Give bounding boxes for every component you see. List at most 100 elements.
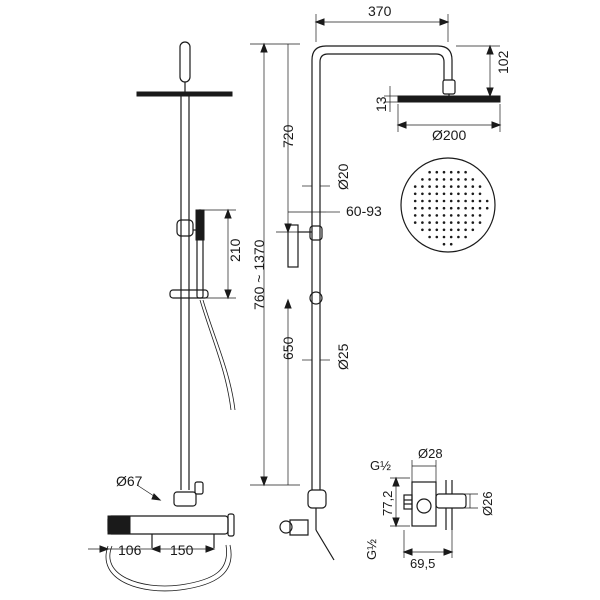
nozzle-dot [428,185,431,188]
nozzle-dot [421,178,424,181]
nozzle-dot [449,206,453,210]
nozzle-dot [449,192,453,196]
dim-detail-thread-bottom: G½ [364,539,379,560]
nozzle-dot [428,221,431,224]
nozzle-dot [471,214,475,217]
nozzle-dot [413,206,417,210]
nozzle-dot [421,206,424,210]
nozzle-dot [464,170,467,174]
nozzle-dot [457,235,460,239]
nozzle-dot [478,185,482,188]
nozzle-dot [428,214,431,217]
nozzle-dot [421,185,424,188]
nozzle-dot [471,185,475,188]
dim-thermo-diameter: Ø67 [116,473,143,489]
nozzle-dot [442,170,446,174]
nozzle-dot [435,214,439,217]
nozzle-dot [442,235,446,239]
nozzle-dot [471,178,475,181]
nozzle-dot [442,185,446,188]
dim-wall-range: 60-93 [346,203,382,219]
nozzle-dot [485,206,489,210]
nozzle-dot [449,214,453,217]
dim-inlet-spacing: 150 [170,542,194,558]
nozzle-dot [413,199,417,203]
nozzle-dot [449,185,453,188]
nozzle-dot [471,199,475,203]
nozzle-dot [428,170,431,174]
nozzle-dot [428,192,431,196]
front-view [88,41,236,592]
nozzle-dot [442,214,446,217]
nozzle-dot [449,228,453,232]
nozzle-dot [435,192,439,196]
nozzle-dot [457,192,460,196]
dim-pipe-lower: Ø25 [335,343,351,370]
dim-detail-depth: 69,5 [410,556,435,571]
nozzle-dot [435,170,439,174]
nozzle-dot [442,206,446,210]
nozzle-dot [428,228,431,232]
dim-overall-range: 760 ~ 1370 [251,239,267,310]
nozzle-dot [478,206,482,210]
nozzle-dot [442,221,446,224]
nozzle-dot [457,206,460,210]
nozzle-dot [435,185,439,188]
nozzle-dot [413,192,417,196]
detail-view [390,460,478,558]
nozzle-dot [464,228,467,232]
nozzle-dot [428,235,431,239]
nozzle-dot [421,214,424,217]
nozzle-dot [478,192,482,196]
nozzle-dot [449,242,453,246]
nozzle-dot [464,199,467,203]
nozzle-dot [449,235,453,239]
nozzle-dot [435,206,439,210]
dim-head-diameter: Ø200 [432,127,466,143]
nozzle-dot [464,178,467,181]
dim-thermo-offset: 106 [118,542,142,558]
side-view [204,14,502,561]
nozzle-dot [457,221,460,224]
dim-head-thickness: 13 [373,96,389,112]
head-top-view [400,157,496,253]
nozzle-dot [435,199,439,203]
dim-hand-bar: 210 [227,238,243,262]
nozzle-dot [413,221,417,224]
dim-detail-thread-top: G½ [370,458,391,473]
nozzle-dot [442,192,446,196]
nozzle-dot [435,228,439,232]
nozzle-dot [442,242,446,246]
nozzle-dot [478,221,482,224]
nozzle-dot [421,192,424,196]
nozzle-dot [464,235,467,239]
nozzle-dot [442,199,446,203]
nozzle-dot [457,214,460,217]
nozzle-dot [442,228,446,232]
dim-width-top: 370 [368,3,392,19]
nozzle-dot [428,199,431,203]
nozzle-dot [471,221,475,224]
nozzle-dot [471,206,475,210]
nozzle-dot [485,199,489,203]
nozzle-dot [457,199,460,203]
dim-detail-width: Ø26 [480,491,495,516]
nozzle-dot [471,192,475,196]
nozzle-dot [428,178,431,181]
dim-detail-diameter: Ø28 [418,446,443,461]
nozzle-dot [435,178,439,181]
nozzle-dot [457,185,460,188]
nozzle-pattern [413,170,489,246]
dim-pipe-upper: Ø20 [335,163,351,190]
nozzle-dot [464,206,467,210]
nozzle-dot [428,206,431,210]
nozzle-dot [435,235,439,239]
nozzle-dot [449,221,453,224]
nozzle-dot [421,221,424,224]
nozzle-dot [457,228,460,232]
nozzle-dot [413,214,417,217]
nozzle-dot [478,214,482,217]
dim-detail-height: 77,2 [380,491,395,516]
nozzle-dot [457,170,460,174]
